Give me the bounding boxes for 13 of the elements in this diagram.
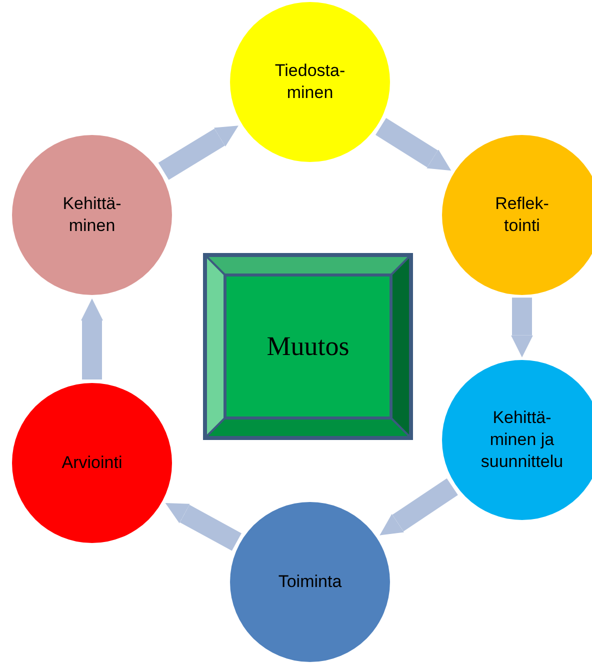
arrow [158,126,238,180]
stage-label: Reflek- tointi [494,192,550,237]
stage-label: Tiedosta- minen [274,60,346,104]
stage-label: Kehittä- minen [62,192,122,237]
stage-label: Toiminta [277,570,343,593]
arrow [165,503,242,551]
arrow [380,478,458,536]
stage-label: Arviointi [60,452,124,474]
stage-label: Kehittä- minen ja suunnittelu [480,406,564,474]
center-label: Muutos [266,330,350,363]
arrow [376,118,452,171]
arrow [511,298,533,358]
arrow [81,298,103,380]
